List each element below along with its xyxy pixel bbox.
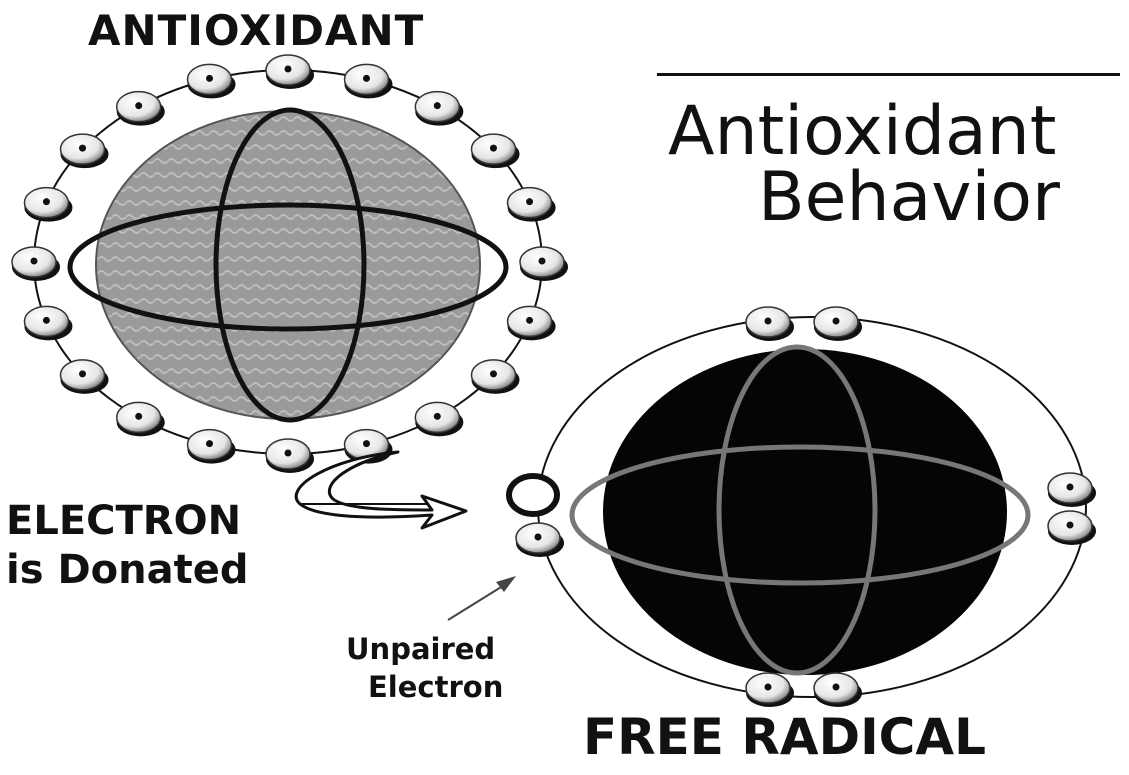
antioxidant-electron [12,247,60,281]
free-radical-paired-electron [746,673,794,707]
donated-label: is Donated [6,547,248,593]
antioxidant-electron [61,134,109,168]
antioxidant-electron [415,402,463,436]
unpaired-pointer-arrow [448,576,516,620]
antioxidant-electron [188,430,236,464]
free-radical-atom [509,307,1096,707]
antioxidant-electron [344,64,392,98]
donation-arrow [296,452,466,528]
antioxidant-electron [415,92,463,126]
antioxidant-electron [117,402,165,436]
unpaired-electron [516,523,564,557]
antioxidant-label: ANTIOXIDANT [88,6,424,55]
antioxidant-electron [188,64,236,98]
title-rule [657,73,1120,76]
antioxidant-electron [508,188,556,222]
free-radical-paired-electron [814,673,862,707]
free-radical-nucleus [603,349,1007,675]
free-radical-paired-electron [814,307,862,341]
antioxidant-electron [508,306,556,340]
free-radical-paired-electron [746,307,794,341]
antioxidant-electron [471,360,519,394]
antioxidant-electron [266,439,314,473]
antioxidant-nucleus [96,111,480,419]
title-line-2: Behavior [758,158,1060,237]
free-radical-paired-electron [1048,473,1096,507]
donated-electron [509,476,557,514]
free-radical-label: FREE RADICAL [583,708,986,766]
antioxidant-electron [24,306,72,340]
antioxidant-electron [266,55,314,89]
antioxidant-electron [520,247,568,281]
free-radical-paired-electron [1048,511,1096,545]
antioxidant-electron [24,188,72,222]
antioxidant-electron [471,134,519,168]
electron-label: ELECTRON [6,498,241,544]
antioxidant-atom [12,55,568,473]
antioxidant-electron [61,360,109,394]
unpaired-label: Unpaired [346,632,495,666]
unpaired-electron-label: Electron [368,670,503,704]
